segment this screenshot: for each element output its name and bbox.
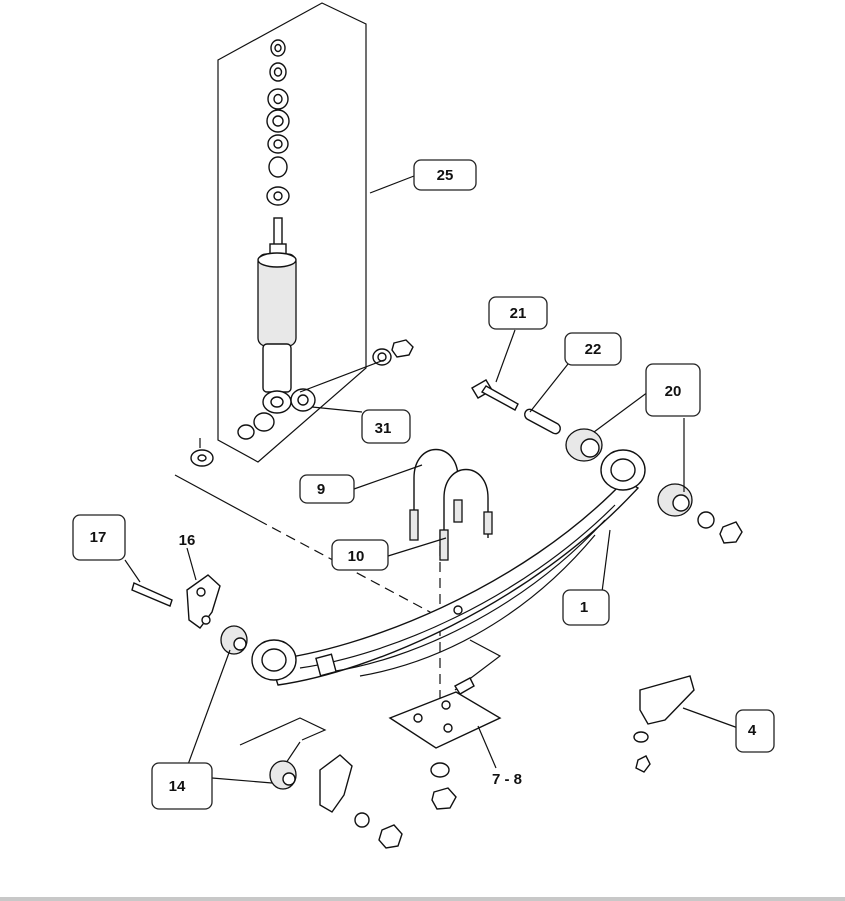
shock-top-hardware-stack	[266, 39, 290, 206]
callout-20: 20	[645, 363, 701, 417]
shackle-and-bolt	[131, 574, 403, 849]
callout-1: 1	[562, 589, 610, 626]
callout-label: 22	[585, 341, 602, 358]
callout-label: 25	[437, 167, 454, 184]
callout-17: 17	[72, 514, 126, 561]
spring-seat-plate	[388, 677, 502, 810]
label-16: 16	[179, 532, 196, 549]
shock-absorber	[190, 217, 414, 467]
shock-absorber-panel	[217, 2, 367, 463]
callout-9: 9	[299, 474, 355, 504]
callout-label: 21	[510, 305, 527, 322]
u-bolts	[409, 449, 493, 561]
callout-label: 4	[748, 722, 757, 739]
callout-label: 10	[348, 548, 365, 565]
leader-lines	[124, 175, 739, 784]
bracket-4	[633, 675, 695, 773]
callout-label: 20	[665, 383, 682, 400]
callout-label: 1	[580, 599, 588, 616]
callout-10: 10	[331, 539, 389, 571]
leaf-spring	[251, 449, 646, 686]
label-7-8: 7 - 8	[492, 771, 522, 788]
callout-label: 9	[317, 481, 325, 498]
callout-22: 22	[564, 332, 622, 366]
callout-14: 14	[151, 762, 213, 810]
callout-31: 31	[361, 409, 411, 444]
callout-4: 4	[735, 709, 775, 753]
callout-label: 31	[375, 420, 392, 437]
callout-label: 17	[90, 529, 107, 546]
bottom-border	[0, 897, 845, 901]
callout-label: 14	[169, 778, 186, 795]
callout-21: 21	[488, 296, 548, 330]
callout-25: 25	[413, 159, 477, 191]
